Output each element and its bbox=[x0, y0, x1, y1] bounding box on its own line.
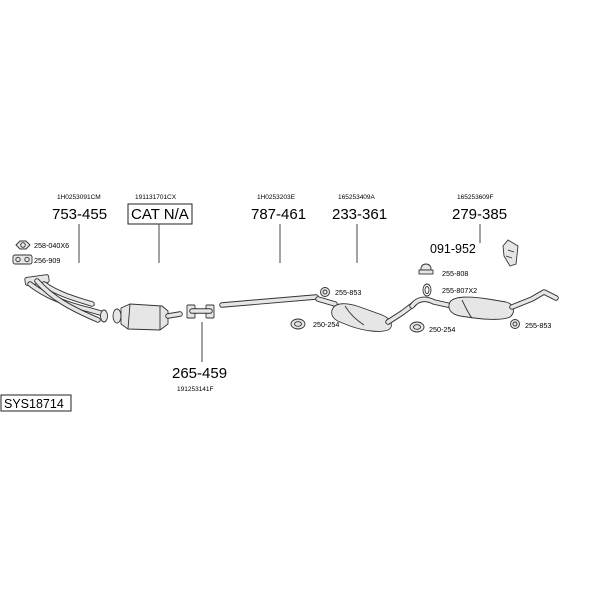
ring-part-number[interactable]: 255-807X2 bbox=[442, 286, 477, 295]
catalyst-icon bbox=[112, 303, 183, 331]
rear-silencer-part-number[interactable]: 279-385 bbox=[452, 206, 507, 223]
downpipe-oe-number: 1H0253091CM bbox=[57, 194, 101, 201]
catalyst-label-box bbox=[127, 203, 193, 225]
catalyst-part-number[interactable]: CAT N/A bbox=[131, 206, 189, 223]
front-hanger-part-number[interactable]: 250-254 bbox=[313, 320, 339, 329]
connector-pipe-oe-number: 191253141F bbox=[177, 386, 214, 393]
system-code: SYS18714 bbox=[4, 397, 64, 411]
rear-silencer-oe-number: 165253609F bbox=[457, 194, 494, 201]
front-clamp-part-number[interactable]: 255-853 bbox=[335, 288, 361, 297]
downpipe-part-number[interactable]: 753-455 bbox=[52, 206, 107, 223]
front-clamp-icon bbox=[320, 287, 330, 297]
rear-clamp-icon bbox=[510, 319, 520, 329]
nut-part-number[interactable]: 258-040X6 bbox=[34, 241, 69, 250]
catalyst-oe-number: 191131701CX bbox=[135, 194, 177, 201]
mounting-bracket-icon bbox=[502, 239, 519, 267]
rear-silencer-icon bbox=[409, 289, 559, 320]
connector-pipe-part-number[interactable]: 265-459 bbox=[172, 365, 227, 382]
ring-icon bbox=[422, 283, 432, 297]
middle-pipe-part-number[interactable]: 787-461 bbox=[251, 206, 306, 223]
mounting-kit-part-number[interactable]: 091-952 bbox=[430, 242, 476, 256]
rubber-mount-part-number[interactable]: 255-808 bbox=[442, 269, 468, 278]
front-hanger-icon bbox=[290, 318, 306, 330]
connector-pipe-icon bbox=[186, 304, 215, 319]
downpipe-icon bbox=[24, 274, 108, 323]
system-code-box bbox=[0, 394, 72, 412]
rear-clamp-part-number[interactable]: 255-853 bbox=[525, 321, 551, 330]
nut-icon bbox=[15, 240, 31, 250]
middle-pipe-icon bbox=[219, 294, 319, 308]
rear-hanger-part-number[interactable]: 250-254 bbox=[429, 325, 455, 334]
rubber-mount-icon bbox=[418, 263, 434, 275]
gasket-icon bbox=[12, 254, 33, 265]
front-silencer-oe-number: 165253409A bbox=[338, 194, 376, 201]
rear-hanger-icon bbox=[409, 321, 425, 333]
front-silencer-part-number[interactable]: 233-361 bbox=[332, 206, 387, 223]
middle-pipe-oe-number: 1H0253203E bbox=[257, 194, 296, 201]
gasket-part-number[interactable]: 256-909 bbox=[34, 256, 60, 265]
